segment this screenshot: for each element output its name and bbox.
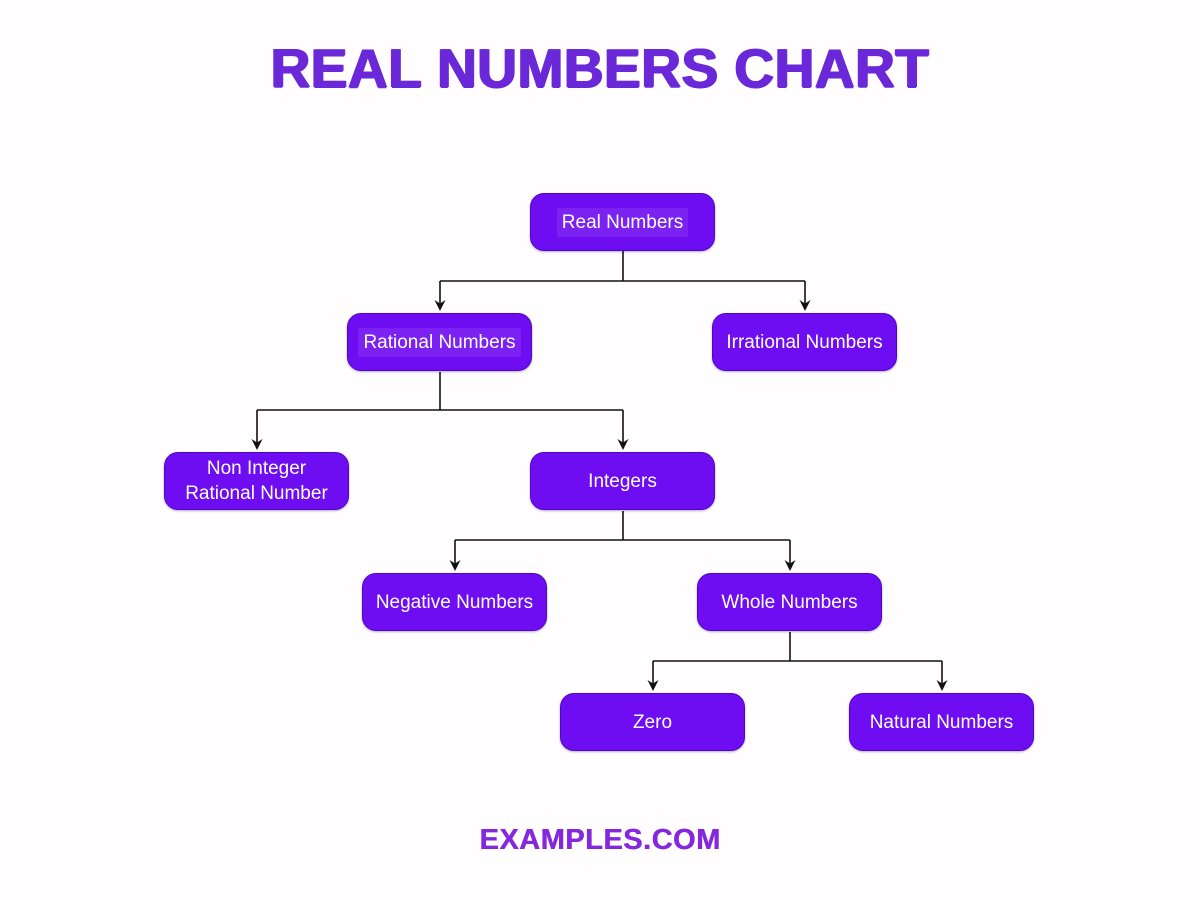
edge-integers-branch bbox=[455, 511, 790, 541]
node-zero: Zero bbox=[560, 693, 745, 751]
node-zero-label: Zero bbox=[632, 711, 673, 733]
node-irrational-numbers: Irrational Numbers bbox=[712, 313, 897, 371]
node-real-numbers-label: Real Numbers bbox=[556, 207, 689, 237]
edge-rational-branch bbox=[257, 372, 623, 411]
edge-whole-branch bbox=[653, 632, 942, 662]
site-watermark: EXAMPLES.COM bbox=[479, 824, 721, 856]
node-integers-label: Integers bbox=[588, 470, 657, 492]
node-natural-numbers-label: Natural Numbers bbox=[869, 711, 1014, 733]
edge-real-branch bbox=[440, 251, 805, 282]
node-non-integer-rational-number-label: Non Integer Rational Number bbox=[185, 458, 328, 504]
node-irrational-numbers-label: Irrational Numbers bbox=[726, 331, 883, 353]
node-rational-numbers-label: Rational Numbers bbox=[358, 327, 521, 357]
node-negative-numbers: Negative Numbers bbox=[362, 573, 547, 631]
node-integers: Integers bbox=[530, 452, 715, 510]
page-title: REAL NUMBERS CHART bbox=[270, 37, 930, 99]
node-real-numbers: Real Numbers bbox=[530, 193, 715, 251]
node-non-integer-rational-number: Non Integer Rational Number bbox=[164, 452, 349, 510]
node-rational-numbers: Rational Numbers bbox=[347, 313, 532, 371]
node-whole-numbers: Whole Numbers bbox=[697, 573, 882, 631]
node-whole-numbers-label: Whole Numbers bbox=[721, 591, 858, 613]
node-negative-numbers-label: Negative Numbers bbox=[375, 591, 534, 613]
node-natural-numbers: Natural Numbers bbox=[849, 693, 1034, 751]
